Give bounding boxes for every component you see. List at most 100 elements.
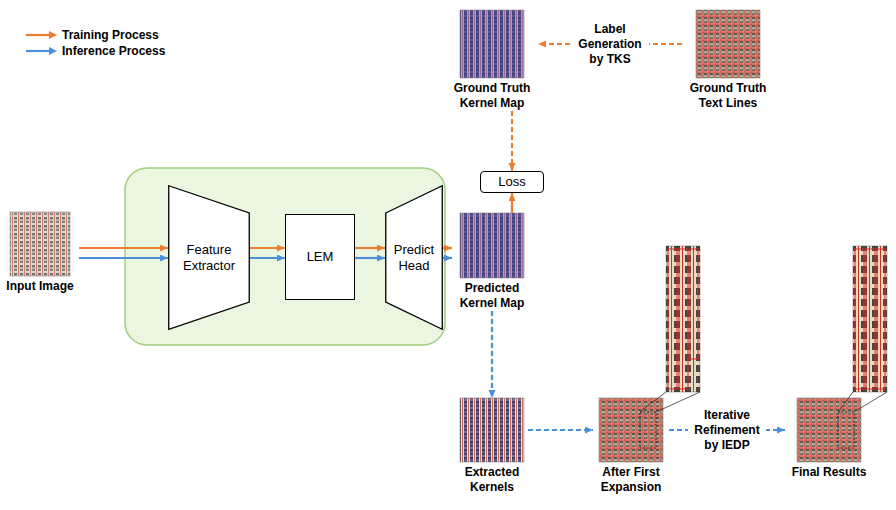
image-panel: Extracted Kernels <box>456 398 528 495</box>
image-caption: Ground Truth Text Lines <box>682 81 774 111</box>
document-thumb <box>797 398 861 462</box>
flow-arrow <box>79 247 168 249</box>
legend: Training ProcessInference Process <box>26 27 165 59</box>
image-caption: After First Expansion <box>593 465 669 495</box>
document-thumb <box>696 10 760 78</box>
illustration-part <box>460 398 524 462</box>
illustration-part <box>666 246 700 392</box>
illustration-part <box>599 398 663 462</box>
legend-swatch <box>49 47 57 55</box>
image-caption: Predicted Kernel Map <box>452 281 532 311</box>
flow-arrow <box>355 247 385 249</box>
legend-item: Training Process <box>26 27 165 43</box>
illustration-part <box>599 398 663 462</box>
image-caption: Ground Truth Kernel Map <box>446 81 538 111</box>
illustration-part <box>460 398 524 462</box>
flow-arrow <box>443 257 452 259</box>
illustration-part <box>10 212 70 276</box>
document-thumb <box>599 398 663 462</box>
image-caption: Final Results <box>785 465 873 480</box>
flow-arrow <box>355 257 385 259</box>
trapezoid-outline <box>386 186 443 330</box>
input-thumb <box>10 212 70 276</box>
legend-item: Inference Process <box>26 43 165 59</box>
illustration-part <box>460 213 524 278</box>
block-label: Loss <box>498 174 525 190</box>
illustration-part <box>640 412 656 448</box>
illustration-part <box>460 10 524 78</box>
image-caption: Extracted Kernels <box>456 465 528 495</box>
edge-label: Label Generation by TKS <box>571 22 649 67</box>
image-panel: Ground Truth Kernel Map <box>446 10 538 111</box>
illustration-part <box>690 249 698 359</box>
flow-arrow <box>528 429 593 431</box>
illustration-part <box>797 398 861 462</box>
illustration-part <box>460 398 524 462</box>
flow-arrow <box>250 247 285 249</box>
document-thumb <box>460 398 524 462</box>
illustration-part <box>854 392 887 412</box>
trapezoid-block: Predict Head <box>385 185 443 330</box>
illustration-part <box>877 249 885 389</box>
illustration-part <box>10 212 70 276</box>
legend-swatch <box>26 46 58 56</box>
illustration-part <box>460 398 524 462</box>
illustration-part <box>855 249 864 389</box>
block-label: LEM <box>307 249 334 265</box>
flow-arrow <box>443 247 452 249</box>
illustration-part <box>866 249 875 389</box>
flow-arrow <box>250 257 285 259</box>
illustration-part <box>460 213 524 278</box>
process-box: Loss <box>480 171 544 193</box>
legend-swatch <box>49 31 57 39</box>
zoom-inset <box>838 246 887 412</box>
illustration-part <box>599 398 663 462</box>
illustration-part <box>460 213 524 278</box>
illustration-part <box>797 398 861 462</box>
module-group <box>125 168 445 345</box>
legend-swatch <box>26 50 50 52</box>
illustration-part <box>599 398 663 462</box>
image-caption: Input Image <box>1 279 79 294</box>
illustration-part <box>460 213 524 278</box>
kernel-map-thumb <box>460 10 524 78</box>
illustration-part <box>838 392 853 412</box>
illustration-part <box>666 246 700 392</box>
image-panel: After First Expansion <box>593 398 669 495</box>
illustration-part <box>668 249 677 389</box>
illustration-part <box>696 10 760 78</box>
legend-text: Inference Process <box>62 43 165 59</box>
trapezoid-block: Feature Extractor <box>168 185 250 330</box>
flow-arrow <box>79 257 168 259</box>
trapezoid-outline <box>169 186 250 330</box>
illustration-part <box>853 246 887 392</box>
legend-text: Training Process <box>62 27 159 43</box>
zoom-inset <box>640 246 700 412</box>
legend-swatch <box>26 34 50 36</box>
legend-swatch <box>26 30 58 40</box>
illustration-part <box>853 246 887 392</box>
flow-arrow <box>511 193 513 213</box>
image-panel: Final Results <box>785 398 873 480</box>
illustration-part <box>696 10 760 78</box>
kernel-map-thumb <box>460 213 524 278</box>
illustration-part <box>679 249 688 389</box>
illustration-part <box>797 398 861 462</box>
image-panel: Predicted Kernel Map <box>452 213 532 311</box>
illustration-part <box>696 10 760 78</box>
illustration-part <box>797 398 861 462</box>
illustration-part <box>460 10 524 78</box>
illustration-part <box>460 10 524 78</box>
image-panel: Input Image <box>1 212 79 294</box>
illustration-part <box>696 10 760 78</box>
illustration-part <box>460 10 524 78</box>
illustration-part <box>460 213 524 278</box>
illustration-part <box>460 10 524 78</box>
process-box: LEM <box>285 214 355 300</box>
block-label: Predict Head <box>389 242 439 274</box>
block-label: Feature Extractor <box>176 242 242 274</box>
illustration-part <box>838 412 854 448</box>
edge-label: Iterative Refinement by IEDP <box>688 408 766 453</box>
flow-arrow <box>491 311 493 398</box>
